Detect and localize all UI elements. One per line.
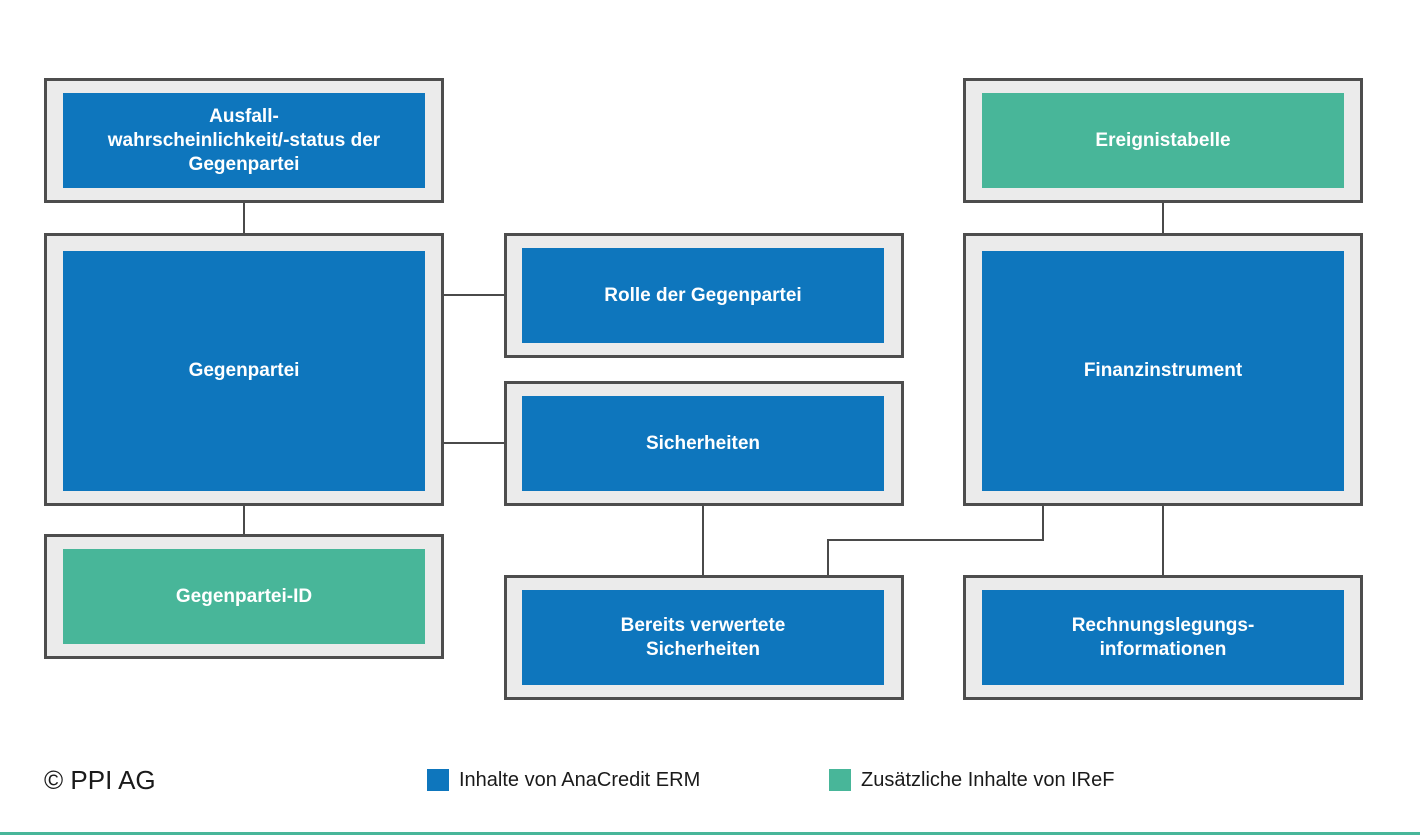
entity-bereits-verwertete: Bereits verwertete Sicherheiten [522,590,884,685]
entity-ereignis-label: Ereignistabelle [1095,129,1231,151]
entity-ausfall: Ausfall- wahrscheinlichkeit/-status der … [63,93,425,188]
entity-rolle-label: Rolle der Gegenpartei [604,284,802,306]
entity-ereignistabelle: Ereignistabelle [982,93,1344,188]
entity-finanzinstrument: Finanzinstrument [982,251,1344,491]
entity-gegenpartei-id-label: Gegenpartei-ID [175,585,313,607]
entity-rolle: Rolle der Gegenpartei [522,248,884,343]
legend-item-anacredit: Inhalte von AnaCredit ERM [427,768,700,792]
entity-bereits-label: Bereits verwertete Sicherheiten [620,614,786,660]
connector-finanz-bereits [827,506,1044,575]
entity-finanz-label: Finanzinstrument [1083,360,1243,381]
entity-gegenpartei-id: Gegenpartei-ID [63,549,425,644]
legend-label-anacredit: Inhalte von AnaCredit ERM [459,769,701,791]
entity-sicherheiten-label: Sicherheiten [645,432,761,454]
legend-swatch-green [829,769,851,791]
legend-item-iref: Zusätzliche Inhalte von IReF [829,768,1114,792]
entity-gegenpartei: Gegenpartei [63,251,425,491]
entity-sicherheiten: Sicherheiten [522,396,884,491]
legend-label-iref: Zusätzliche Inhalte von IReF [861,769,1115,791]
entity-ausfall-label: Ausfall- wahrscheinlichkeit/-status der … [107,105,381,175]
bottom-divider [0,832,1420,835]
entity-rechnung-label: Rechnungslegungs- informationen [1071,614,1255,660]
entity-rechnungslegung: Rechnungslegungs- informationen [982,590,1344,685]
entity-gegenpartei-label: Gegenpartei [188,360,300,381]
copyright-notice: © PPI AG [44,765,156,795]
legend-swatch-blue [427,769,449,791]
